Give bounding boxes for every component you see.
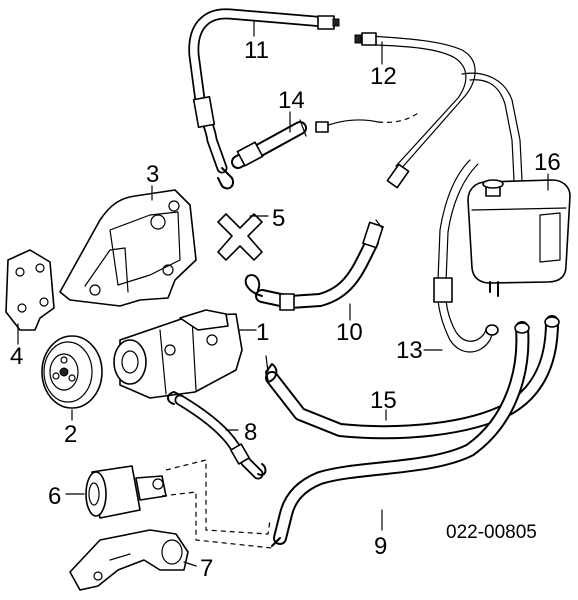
- callout-10: 10: [336, 319, 363, 346]
- return-line-12: [315, 32, 523, 189]
- callout-16: 16: [534, 149, 561, 176]
- hose-9: [271, 321, 530, 547]
- callout-13: 13: [396, 337, 423, 364]
- hose-clamp-14: [231, 119, 307, 169]
- callout-1: 1: [256, 319, 269, 346]
- bracket-3: [59, 189, 197, 307]
- mounting-plate-4: [5, 249, 55, 331]
- callout-11: 11: [244, 37, 269, 64]
- pulley-2: [41, 335, 103, 409]
- callout-8: 8: [244, 419, 257, 446]
- callout-15: 15: [370, 387, 397, 414]
- callout-6: 6: [48, 483, 61, 510]
- leader-lines: [17, 21, 549, 567]
- fitting-6: [85, 459, 273, 549]
- pressure-hose-10: [244, 219, 384, 311]
- callout-3: 3: [146, 161, 159, 188]
- callout-7: 7: [200, 555, 213, 582]
- callout-14: 14: [278, 87, 305, 114]
- pressure-hose-11: [188, 8, 340, 190]
- callout-12: 12: [370, 63, 397, 90]
- hose-8: [167, 391, 267, 480]
- callout-4: 4: [10, 343, 23, 370]
- callout-9: 9: [374, 533, 387, 560]
- bracket-7: [69, 529, 189, 591]
- small-bracket-5: [217, 213, 263, 261]
- callout-2: 2: [64, 421, 77, 448]
- hose-13: [433, 159, 499, 353]
- part-code: 022-00805: [446, 522, 537, 543]
- callout-5: 5: [272, 205, 285, 232]
- pump-1: [113, 309, 243, 399]
- reservoir-16: [467, 179, 571, 297]
